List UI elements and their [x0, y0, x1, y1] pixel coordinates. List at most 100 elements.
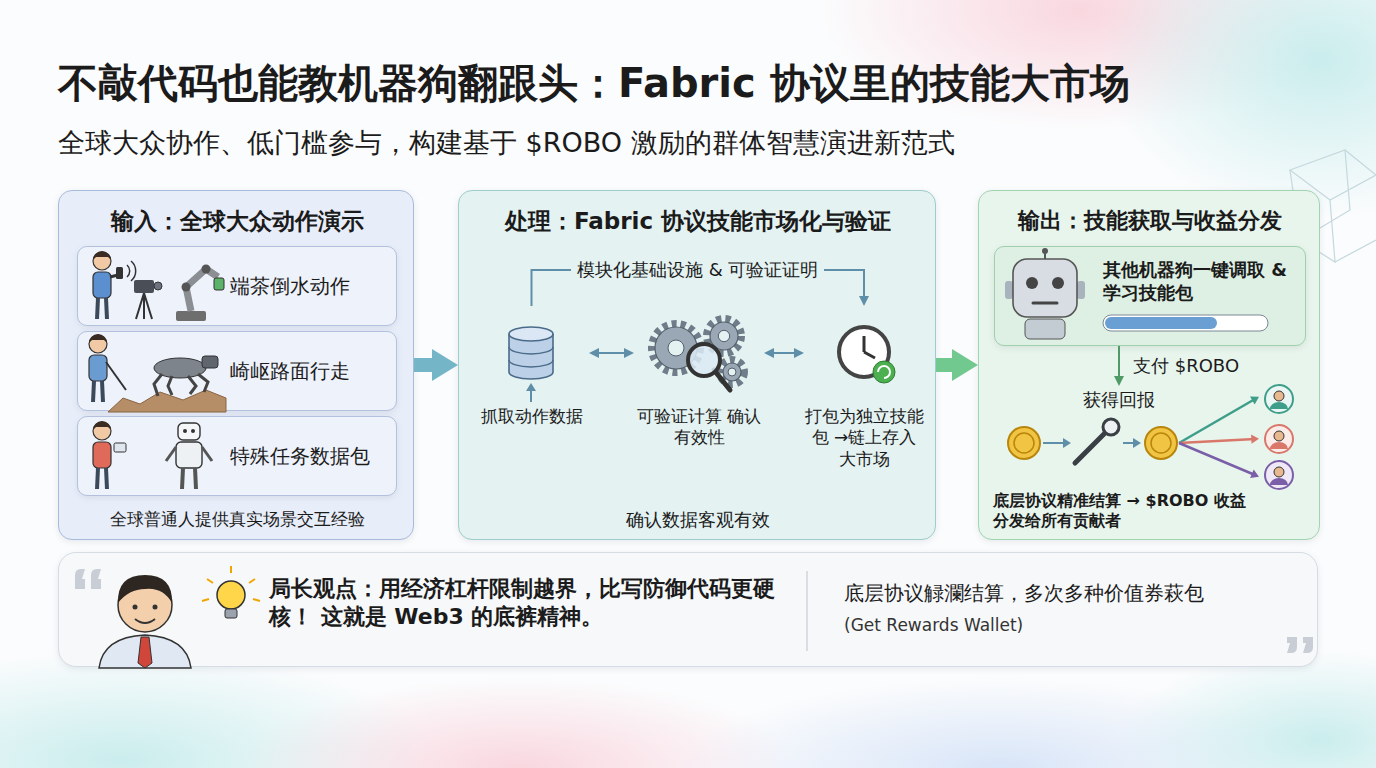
demo-card: 崎岖路面行走 [77, 331, 397, 411]
gear-hole [718, 330, 729, 341]
person-hair [89, 334, 107, 343]
tripod-leg [136, 293, 144, 319]
coin-ring [1151, 433, 1171, 453]
pointer-stick [106, 362, 126, 390]
illustration [78, 417, 228, 497]
coin [1145, 427, 1177, 459]
contributor-body [1270, 478, 1288, 485]
person-body [93, 272, 111, 298]
glow [1120, 650, 1376, 768]
card-label: 崎岖路面行走 [230, 359, 392, 384]
illustration [634, 306, 764, 406]
edge-label: 模块化基础设施 & 可验证证明 [571, 258, 824, 283]
robot-leg [195, 468, 196, 489]
person-body [93, 442, 111, 468]
person-leg [93, 381, 94, 402]
arm-joint [202, 265, 211, 274]
magnifier [688, 344, 720, 376]
contributor-avatar [1265, 425, 1293, 453]
signal-wave [131, 261, 136, 281]
payout-arrow [1179, 443, 1255, 475]
process-step: 可验证计算 确认有效性 [634, 306, 764, 456]
person-leg [106, 468, 107, 489]
avatar-tie [138, 637, 152, 668]
robot-arm [166, 447, 176, 461]
arm-joint [182, 283, 191, 292]
avatar-shirt [99, 635, 191, 668]
robot-head [1013, 259, 1077, 317]
quote-text: 局长观点：用经济杠杆限制越界，比写防御代码更硬核！ 这就是 Web3 的底裤精神… [269, 575, 784, 630]
person-body [89, 355, 107, 381]
robot-antenna-tip [1042, 248, 1048, 254]
clock-hand [864, 352, 875, 358]
coin [1008, 427, 1040, 459]
contributor-avatar [1265, 385, 1293, 413]
light-ray [207, 579, 213, 583]
robot-dog-leg [198, 374, 208, 392]
demo-card: 端茶倒水动作 [77, 246, 397, 326]
panel-footer: 确认数据客观有效 [459, 509, 937, 532]
flow-line [1123, 442, 1133, 444]
flow-head [1133, 438, 1141, 448]
robot-eye [1026, 277, 1038, 289]
robot-head [178, 423, 200, 440]
payout-head [1251, 435, 1259, 444]
database-top [509, 327, 553, 341]
process-step: 抓取动作数据 [474, 306, 589, 456]
robot-eye [191, 429, 195, 433]
database-band [509, 347, 553, 367]
card-label: 其他机器狗一键调取 & 学习技能包 [1103, 259, 1301, 304]
lightbulb-base [225, 609, 237, 618]
contributor-head [1274, 431, 1284, 441]
panel-heading: 输入：全球大众动作演示 [59, 207, 415, 236]
payout-arrow [1179, 439, 1255, 443]
step-label: 抓取动作数据 [474, 406, 589, 427]
robot-body [176, 442, 202, 468]
refresh-arc [878, 366, 890, 378]
camera-lens [154, 282, 162, 290]
person-leg [97, 298, 98, 319]
robot-arm [202, 447, 212, 461]
input-panel: 端茶倒水动作崎岖路面行走特殊任务数据包 输入：全球大众动作演示全球普通人提供真实场… [58, 190, 414, 540]
panel-footer: 全球普通人提供真实场景交互经验 [59, 509, 415, 530]
panel-footer: 底层协议精准结算 → $ROBO 收益分发给所有贡献者 [993, 491, 1261, 531]
arm-base [176, 311, 206, 321]
signal-wave [127, 265, 130, 277]
illustration [78, 332, 228, 412]
progress-bar [1103, 315, 1268, 331]
card-label: 端茶倒水动作 [230, 274, 392, 299]
up-arrow [530, 390, 532, 402]
robot-ear [1077, 281, 1085, 299]
robot-mouth [1033, 302, 1057, 305]
illustration [59, 553, 1319, 668]
illustration [78, 247, 228, 327]
robot-eye [1052, 277, 1064, 289]
cup [214, 278, 224, 290]
progress-fill [1105, 317, 1217, 329]
quote-mark [75, 569, 101, 589]
divider [806, 571, 808, 651]
light-ray [202, 599, 209, 601]
robot-arm [186, 269, 218, 311]
quote-note: 底层协议觮瀾结算，多次多种价值券萩包 [844, 581, 1294, 606]
person-hair [93, 421, 111, 430]
contributor-avatar [1265, 461, 1293, 489]
wrench-head [1103, 419, 1119, 435]
quote-mark [1287, 637, 1313, 653]
robot-dog-leg [188, 376, 196, 394]
contributor-body [1270, 402, 1288, 409]
person-head [93, 252, 111, 270]
quote-box: 局长观点：用经济杠杆限制越界，比写防御代码更硬核！ 这就是 Web3 的底裤精神… [58, 552, 1318, 667]
light-ray [249, 579, 255, 583]
illustration [804, 306, 924, 406]
reward-step: 获得回报 [1069, 386, 1169, 418]
phone [116, 267, 123, 279]
avatar-hair [118, 575, 172, 603]
robot-neck [1025, 319, 1065, 339]
flow-line [1043, 442, 1063, 444]
refresh-badge [873, 361, 895, 383]
rough-ground [108, 390, 226, 412]
panel-heading: 处理：Fabric 协议技能市场化与验证 [459, 207, 937, 236]
demo-card: 特殊任务数据包 [77, 416, 397, 496]
edge-label: 支付 $ROBO [1127, 354, 1245, 379]
